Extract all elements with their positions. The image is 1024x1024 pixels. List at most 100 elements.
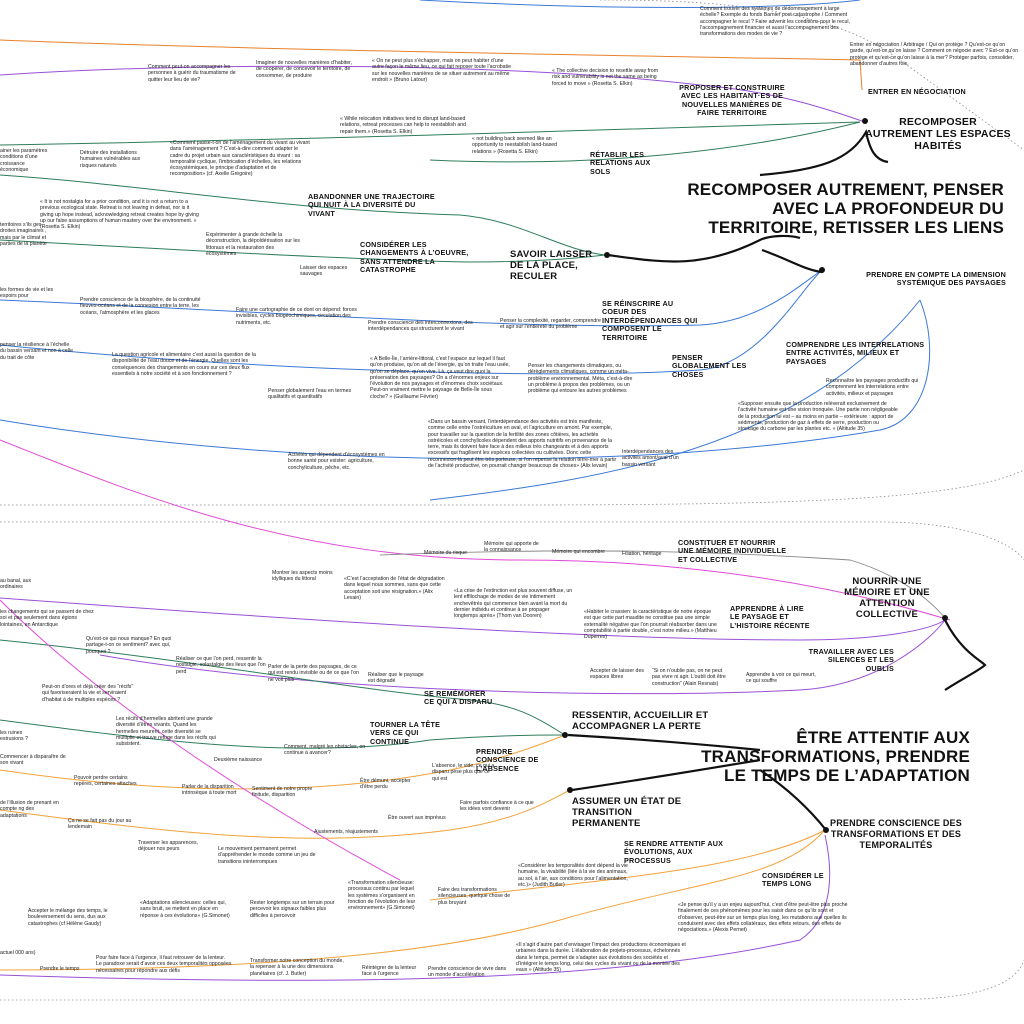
note: «Habiter le crassien: la caractéristique… bbox=[584, 609, 717, 641]
sub-absence: PRENDRE CONSCIENCE DE L’ABSENCE bbox=[476, 747, 539, 773]
note: Faire des transformations silencieuses, … bbox=[438, 887, 511, 906]
note: «Adaptations silencieuses: celles qui, s… bbox=[140, 900, 230, 919]
bottom-section-lower-dotted-border bbox=[0, 959, 1024, 1001]
note: Parler de la disparition intrinsèque à t… bbox=[182, 784, 237, 797]
sub-abandonner: ABANDONNER UNE TRAJECTOIRE QUI NUIT À LA… bbox=[308, 192, 435, 218]
note: Prendre conscience de la biosphère, de l… bbox=[80, 297, 201, 316]
note: les ruines estrusions ? bbox=[0, 730, 28, 743]
note: « On ne peut plus s’échapper, mais on pe… bbox=[372, 58, 511, 83]
note: Être ouvert aux imprévus bbox=[388, 815, 446, 821]
note: Accepter de laisser des espaces libres bbox=[590, 668, 644, 681]
sub-retablir: RÉTABLIR LES RELATIONS AUX SOLS bbox=[590, 150, 651, 176]
note: “Si on n’oublie pas, on ne peut pas vivr… bbox=[652, 668, 726, 687]
curve-green-rememorer bbox=[0, 639, 566, 736]
note: Comment, malgré les obstacles, on contin… bbox=[284, 744, 366, 757]
note: Mémoire du risque bbox=[424, 550, 467, 556]
note: Le mouvement permanent permet d’appréhen… bbox=[218, 846, 316, 865]
note: au banal, aux ordinaires bbox=[0, 578, 32, 591]
note: Penser les changements climatiques, ou d… bbox=[528, 363, 633, 395]
node-dot bbox=[823, 827, 829, 833]
connector-memoire bbox=[944, 619, 987, 691]
note: Pour faire face à l’urgence, il faut ret… bbox=[96, 955, 232, 974]
note: Expérimenter à grande échelle la déconst… bbox=[206, 232, 301, 257]
note: «Il s’agit d’autre part d’envisager l’im… bbox=[516, 942, 686, 974]
note: Penser globalement l’eau en termes quali… bbox=[268, 388, 352, 401]
note: Ça ne se fait pas du jour au lendemain bbox=[68, 818, 132, 831]
note: Deuxième naissance bbox=[214, 757, 263, 763]
note: Réaliser que le paysage est dégradé bbox=[368, 672, 424, 685]
main-title-recomposer: RECOMPOSER AUTREMENT, PENSER AVEC LA PRO… bbox=[687, 180, 1004, 237]
sub-globalement: PENSER GLOBALEMENT LES CHOSES bbox=[672, 353, 747, 379]
sub-interrelations: COMPRENDRE LES INTERRELATIONS ENTRE ACTI… bbox=[786, 340, 925, 366]
note: Reconnaître les paysages productifs qui … bbox=[826, 378, 919, 397]
note: «Supposer ensuite que la production relè… bbox=[738, 401, 898, 433]
node-dot bbox=[862, 118, 868, 124]
curve-blue-top bbox=[419, 0, 861, 8]
note: «Dans un bassin versant, l’interdépendan… bbox=[428, 419, 617, 470]
note: Interdépendances des activités amont/ava… bbox=[622, 449, 679, 468]
note: Imaginer de nouvelles manières d’habiter… bbox=[256, 60, 353, 79]
branch-espaces: RECOMPOSER AUTREMENT LES ESPACES HABITÉS bbox=[865, 116, 1011, 152]
curve-purple-proposer bbox=[0, 65, 866, 123]
note: les formes de vie et les espoirs pour bbox=[0, 287, 54, 300]
connector-espaces bbox=[759, 128, 889, 177]
note: « not building back seemed like an oppor… bbox=[472, 136, 558, 155]
sub-negociation: ENTRER EN NÉGOCIATION bbox=[868, 87, 966, 96]
curve-orange-absence bbox=[0, 734, 566, 790]
note: «La crise de l’extinction est plus souve… bbox=[454, 588, 573, 620]
branch-savoir: SAVOIR LAISSER DE LA PLACE, RECULER bbox=[510, 249, 593, 282]
note: La question agricole et alimentaire c’es… bbox=[112, 352, 256, 377]
note: Mémoire qui encombre bbox=[552, 549, 606, 555]
curve-green-abandonner bbox=[0, 174, 606, 256]
curve-orange-negociation bbox=[0, 39, 863, 91]
curve-blue-reinscrire bbox=[0, 269, 823, 327]
note: Les récifs d’hermelles abritent une gran… bbox=[116, 716, 216, 748]
note: Prendre le temps bbox=[40, 966, 80, 972]
note: Faire une cartographie de ce dont on dép… bbox=[236, 307, 357, 326]
curve-magenta-top bbox=[0, 439, 951, 621]
note: Faire parfois confiance à ce que les idé… bbox=[460, 800, 534, 813]
note: de l’illusion de prenant en compte ng de… bbox=[0, 800, 59, 819]
sub-tempslong: CONSIDÉRER LE TEMPS LONG bbox=[762, 871, 824, 889]
curve-green-long bbox=[0, 121, 861, 146]
node-dot bbox=[942, 615, 948, 621]
curve-green-considerer bbox=[0, 239, 606, 263]
note: Activités qui dépendent d’écosystèmes en… bbox=[288, 452, 385, 471]
node-dot bbox=[819, 267, 825, 273]
note: «Considérer les temporalités dont dépend… bbox=[518, 863, 628, 888]
curve-blue-interrelations bbox=[0, 299, 931, 460]
curve-purple-apprendre bbox=[0, 597, 946, 641]
curve-blue-globalement bbox=[0, 269, 823, 375]
note: Laisser des espaces sauvages bbox=[300, 265, 348, 278]
curve-green-retablir bbox=[429, 121, 861, 163]
connector-systemique bbox=[761, 248, 823, 274]
node-dot bbox=[567, 787, 573, 793]
sub-silences: TRAVAILLER AVEC LES SILENCES ET LES OUBL… bbox=[808, 647, 894, 673]
note: Rester longtemps sur un terrain pour per… bbox=[250, 900, 335, 919]
note: Mémoire qui apporte de la connaissance bbox=[484, 541, 539, 554]
note: Accepter le mélange des temps, le boulev… bbox=[28, 908, 108, 927]
sub-rememorer: SE REMÉMORER CE QUI A DISPARU bbox=[424, 689, 493, 707]
connector-savoir bbox=[607, 234, 801, 263]
top-section-dotted-border bbox=[599, 0, 1024, 151]
note: actuel 000 ans) bbox=[0, 950, 36, 956]
curve-orange-tempslong bbox=[0, 829, 826, 971]
note: Peut-on d’ores et déjà créer des “récifs… bbox=[42, 684, 134, 703]
note: Apprendre à voir ce qui meurt, ce qui so… bbox=[746, 672, 816, 685]
curve-purple-tempslong bbox=[0, 834, 831, 981]
sub-tourner: TOURNER LA TÊTE VERS CE QUI CONTINUE bbox=[370, 720, 441, 746]
note: Prendre conscience de vivre dans un mond… bbox=[428, 966, 507, 979]
note: Comment peut-on accompagner les personne… bbox=[148, 64, 236, 83]
note: « It is not nostalgia for a prior condit… bbox=[40, 199, 199, 231]
connector-ressentir bbox=[567, 733, 761, 752]
note: «Comment passe-t-on de l’aménagement du … bbox=[170, 140, 310, 178]
sub-proposer: PROPOSER ET CONSTRUIRE AVEC LES HABITANT… bbox=[679, 83, 785, 118]
note: «Je pense qu’il y a un enjeu aujourd’hui… bbox=[678, 902, 848, 934]
top-section-lower-dotted-border bbox=[0, 469, 1024, 506]
node-dot bbox=[604, 252, 610, 258]
sub-apprendre: APPRENDRE À LIRE LE PAYSAGE ET L’HISTOIR… bbox=[730, 604, 810, 630]
curve-magenta-bottom bbox=[0, 599, 401, 881]
branch-conscience: PRENDRE CONSCIENCE DES TRANSFORMATIONS E… bbox=[830, 818, 962, 850]
branch-ressentir: RESSENTIR, ACCUEILLIR ET ACCOMPAGNER LA … bbox=[572, 710, 709, 732]
